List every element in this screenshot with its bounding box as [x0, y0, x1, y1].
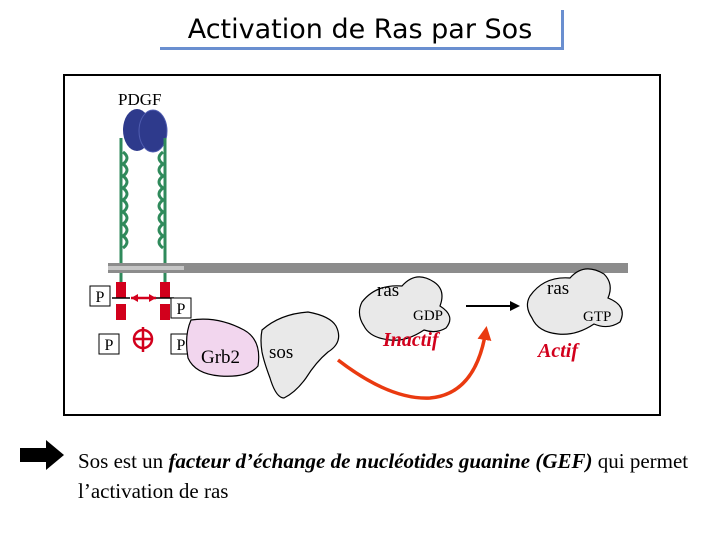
transphosphorylation-arrows [131, 294, 156, 302]
receptor-left [119, 138, 129, 286]
svg-text:P: P [105, 337, 114, 354]
receptor-right [157, 138, 167, 286]
gdp-label: GDP [413, 308, 443, 324]
actif-label: Actif [536, 340, 580, 362]
title-frame [160, 10, 564, 50]
inactif-label: Inactif [382, 329, 441, 351]
ras-active: ras GTP Actif [526, 268, 623, 362]
ras-active-label: ras [547, 278, 569, 299]
page-title: Activation de Ras par Sos [187, 14, 533, 45]
pdgf-ligand [123, 109, 168, 153]
ras-inactive-label: ras [377, 280, 399, 301]
caption-emphasis: facteur d’échange de nucléotides guanine… [168, 449, 593, 473]
svg-text:P: P [177, 337, 186, 354]
phospho-sites [112, 282, 174, 320]
pdgf-label: PDGF [118, 90, 161, 109]
grb2-label: Grb2 [201, 347, 240, 368]
phospho-label-2: P [98, 333, 120, 355]
grb2-protein: Grb2 [185, 318, 260, 377]
svg-text:P: P [96, 289, 105, 306]
cell-membrane [108, 263, 628, 273]
ras-inactive: ras GDP Inactif [358, 276, 451, 351]
diagram-frame [63, 74, 661, 416]
bullet-arrow-icon [20, 440, 64, 470]
sos-protein: sos [260, 311, 340, 399]
caption-part-3: qui permet l’activation de ras [78, 449, 689, 503]
caption-part-1: Sos est un [78, 449, 169, 473]
svg-text:P: P [177, 301, 186, 318]
gtp-label: GTP [583, 309, 611, 325]
activation-arrow [336, 326, 492, 400]
phospho-label-3: P [170, 297, 192, 319]
sos-label: sos [269, 342, 293, 363]
circled-plus-icon [132, 327, 154, 352]
phospho-label-1: P [89, 285, 111, 307]
caption: Sos est un facteur d’échange de nucléoti… [78, 446, 698, 506]
